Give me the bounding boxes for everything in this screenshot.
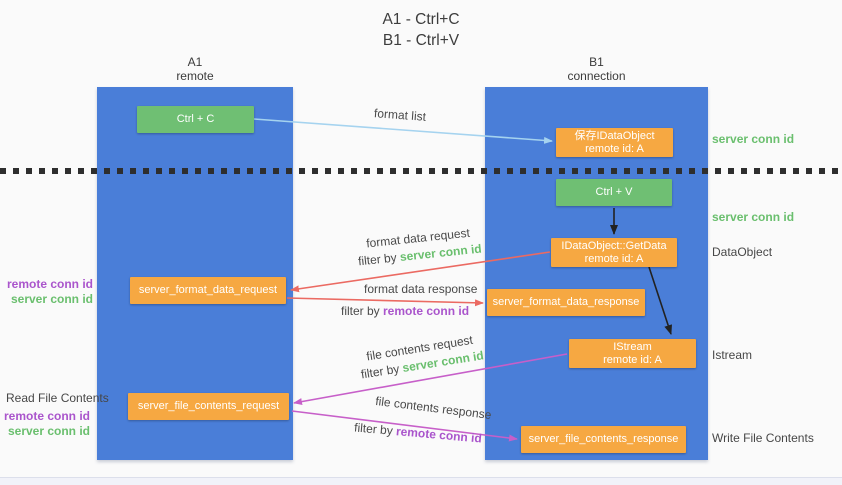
filter-by-prefix-4: filter by [353,420,397,439]
format-list-arrow-label: format list [373,106,427,124]
save-idataobject-line2: remote id: A [585,142,644,155]
remote-conn-id-label-1: remote conn id [6,277,93,291]
title-line-paste: B1 - Ctrl+V [382,32,460,49]
lane-header-b1: B1 connection [485,55,708,83]
node-ctrl-v: Ctrl + V [556,179,672,206]
node-server-file-contents-request: server_file_contents_request [128,393,289,420]
filter-value-remote-conn-id-2: remote conn id [383,304,470,318]
ctrl-v-label: Ctrl + V [595,186,633,198]
node-server-format-data-response: server_format_data_response [487,289,645,316]
lane-header-a1: A1 remote [97,55,293,83]
file-contents-response-arrow-label: file contents response [374,393,493,423]
server-conn-id-label-mid: server conn id [712,210,795,224]
conn-id-stack-format: remote conn id server conn id [0,277,93,306]
lane-b1-subtitle: connection [567,69,626,83]
read-file-contents-label: Read File Contents [6,391,109,405]
lane-b1-name: B1 [589,55,604,69]
server-format-data-request-label: server_format_data_request [138,284,278,296]
lane-a1-name: A1 [187,55,203,69]
format-data-response-arrow [286,297,484,307]
server-conn-id-label-top: server conn id [712,132,795,146]
dataobject-label: DataObject [712,245,773,259]
istream-line2: remote id: A [603,353,662,366]
conn-id-stack-file: remote conn id server conn id [0,409,90,438]
node-istream: IStream remote id: A [569,339,696,368]
file-contents-response-filter: filter by remote conn id [354,420,483,445]
save-idataobject-line1: 保存IDataObject [574,129,655,142]
diagram-title: A1 - Ctrl+C B1 - Ctrl+V [0,9,842,51]
node-idataobject-getdata: IDataObject::GetData remote id: A [551,238,677,267]
node-server-format-data-request: server_format_data_request [130,277,286,304]
istream-side-label: Istream [712,348,753,362]
node-save-idataobject: 保存IDataObject remote id: A [556,128,673,157]
filter-by-prefix-2: filter by [341,304,384,318]
filter-by-prefix-1: filter by [357,250,401,269]
filter-value-remote-conn-id-4: remote conn id [395,424,483,446]
server-conn-id-label-2: server conn id [7,423,90,438]
phase-divider-dotted-line [0,168,842,174]
server-file-contents-request-label: server_file_contents_request [137,400,280,412]
getdata-line1: IDataObject::GetData [561,239,667,252]
server-file-contents-response-label: server_file_contents_response [528,433,679,445]
server-format-data-response-label: server_format_data_response [492,296,640,308]
istream-line1: IStream [613,340,652,353]
format-data-response-filter: filter by remote conn id [341,304,469,318]
ctrl-c-label: Ctrl + C [176,113,215,125]
window-bottom-edge [0,477,842,485]
getdata-line2: remote id: A [584,252,644,265]
server-conn-id-label-1: server conn id [10,291,93,306]
file-contents-request-arrow-label: file contents request filter by server c… [343,328,498,385]
node-server-file-contents-response: server_file_contents_response [521,426,686,453]
format-data-response-arrow-label: format data response [364,282,478,296]
title-line-copy: A1 - Ctrl+C [382,11,460,28]
remote-conn-id-label-2: remote conn id [3,409,90,423]
write-file-contents-label: Write File Contents [712,431,814,445]
lane-a1-subtitle: remote [176,69,214,83]
format-data-request-arrow-label: format data request filter by server con… [342,222,497,272]
node-ctrl-c: Ctrl + C [137,106,254,133]
